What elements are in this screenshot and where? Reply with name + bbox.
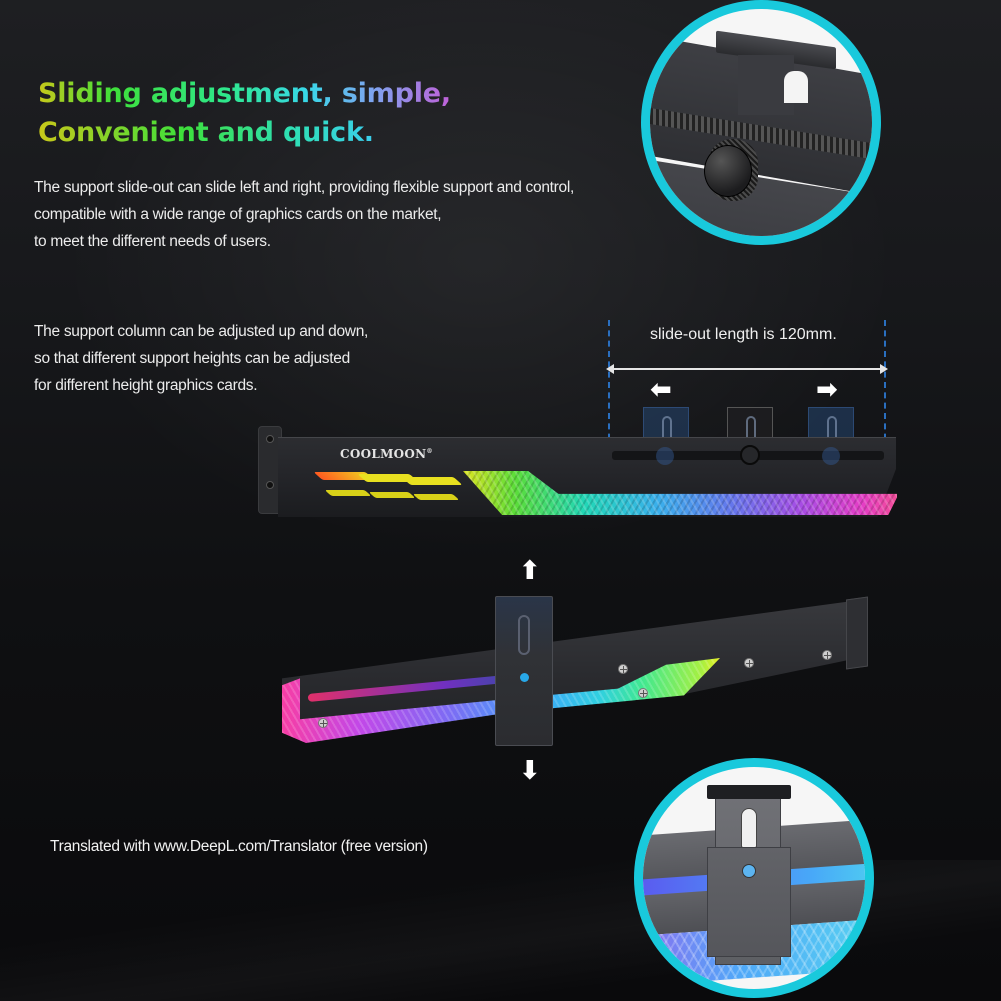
clip-front-plate bbox=[707, 847, 791, 957]
column-description-line: The support column can be adjusted up an… bbox=[34, 323, 369, 340]
brand-logo: COOLMOON® bbox=[340, 447, 433, 461]
screw-icon bbox=[618, 664, 628, 674]
column-description-line: for different height graphics cards. bbox=[34, 377, 258, 394]
column-description-line: so that different support heights can be… bbox=[34, 350, 350, 367]
dimension-guide-left bbox=[608, 320, 610, 450]
slide-description-line: to meet the different needs of users. bbox=[34, 233, 271, 250]
right-arrow-icon: ➡ bbox=[816, 375, 838, 405]
knurled-knob-icon bbox=[704, 139, 758, 201]
headline-line-2: Convenient and quick. bbox=[38, 113, 451, 152]
slide-description-line: compatible with a wide range of graphics… bbox=[34, 206, 442, 223]
headline-line-1: Sliding adjustment, simple, bbox=[38, 74, 451, 113]
screw-icon bbox=[638, 688, 648, 698]
headline: Sliding adjustment, simple, Convenient a… bbox=[38, 74, 451, 152]
clip-detail-callout bbox=[634, 758, 874, 998]
slide-description: The support slide-out can slide left and… bbox=[34, 174, 574, 255]
accent-stripe bbox=[401, 477, 463, 485]
mounting-tab bbox=[846, 596, 868, 670]
accent-stripe bbox=[368, 492, 416, 498]
slide-ghost-right bbox=[822, 447, 840, 465]
clip-window bbox=[784, 71, 808, 103]
screw-icon bbox=[822, 650, 832, 660]
down-arrow-icon: ⬇ bbox=[519, 756, 541, 786]
accent-stripe bbox=[324, 490, 372, 496]
slide-position-center bbox=[727, 407, 773, 441]
translation-credit: Translated with www.DeepL.com/Translator… bbox=[50, 838, 428, 855]
clip-cap bbox=[707, 785, 791, 799]
dimension-guide-right bbox=[884, 320, 886, 450]
column-description: The support column can be adjusted up an… bbox=[34, 318, 368, 399]
slide-position-right bbox=[808, 407, 854, 441]
slide-ghost-left bbox=[656, 447, 674, 465]
accent-stripe bbox=[412, 494, 460, 500]
slide-description-line: The support slide-out can slide left and… bbox=[34, 179, 574, 196]
dimension-line bbox=[606, 364, 888, 374]
slide-knob bbox=[740, 445, 760, 465]
up-arrow-icon: ⬆ bbox=[519, 556, 541, 586]
dimension-label: slide-out length is 120mm. bbox=[650, 326, 837, 343]
height-adjust-clip bbox=[495, 596, 553, 746]
screw-icon bbox=[318, 718, 328, 728]
slide-position-left bbox=[643, 407, 689, 441]
support-bar-perspective bbox=[270, 590, 870, 760]
screw-icon bbox=[744, 658, 754, 668]
left-arrow-icon: ⬅ bbox=[650, 375, 672, 405]
knob-detail-callout bbox=[641, 0, 881, 245]
